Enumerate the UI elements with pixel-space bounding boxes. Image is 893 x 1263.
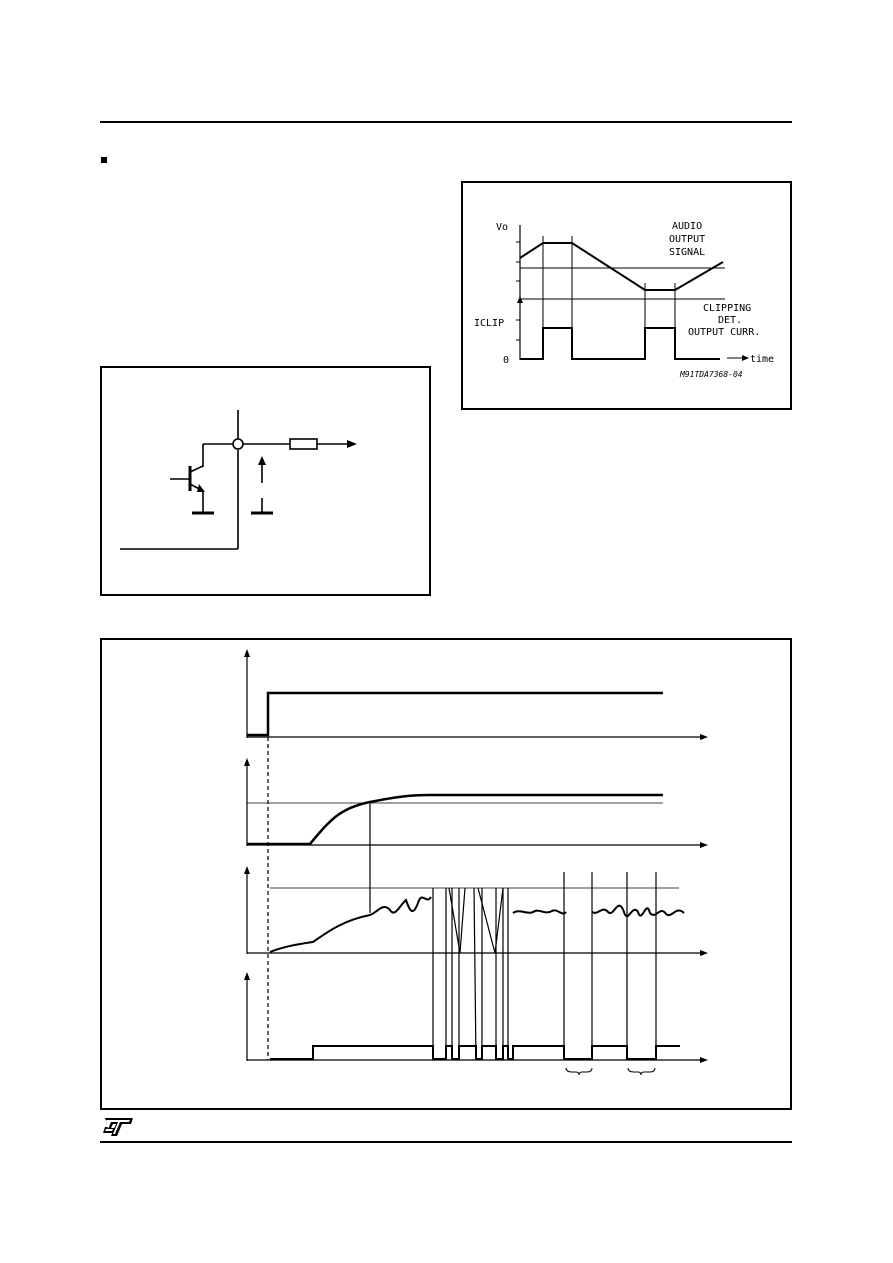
top-rule bbox=[100, 121, 792, 123]
clipping-figure-frame bbox=[461, 181, 792, 410]
time-label: time bbox=[750, 354, 774, 365]
audio-label-1: AUDIO bbox=[672, 221, 702, 232]
zero-label: 0 bbox=[503, 355, 509, 366]
bullet-marker bbox=[101, 157, 107, 163]
audio-label-2: OUTPUT bbox=[669, 234, 705, 245]
clip-label-1: CLIPPING bbox=[703, 303, 751, 314]
audio-label-3: SIGNAL bbox=[669, 247, 705, 258]
vo-axis-label: Vo bbox=[496, 222, 508, 233]
bottom-rule bbox=[100, 1141, 792, 1143]
st-logo bbox=[103, 1118, 133, 1136]
figure-code: M91TDA7368-04 bbox=[679, 370, 743, 379]
clip-label-2: DET. bbox=[718, 315, 742, 326]
clip-label-3: OUTPUT CURR. bbox=[688, 327, 760, 338]
iclip-axis-label: ICLIP bbox=[474, 318, 504, 329]
circuit-figure-frame bbox=[100, 366, 431, 596]
